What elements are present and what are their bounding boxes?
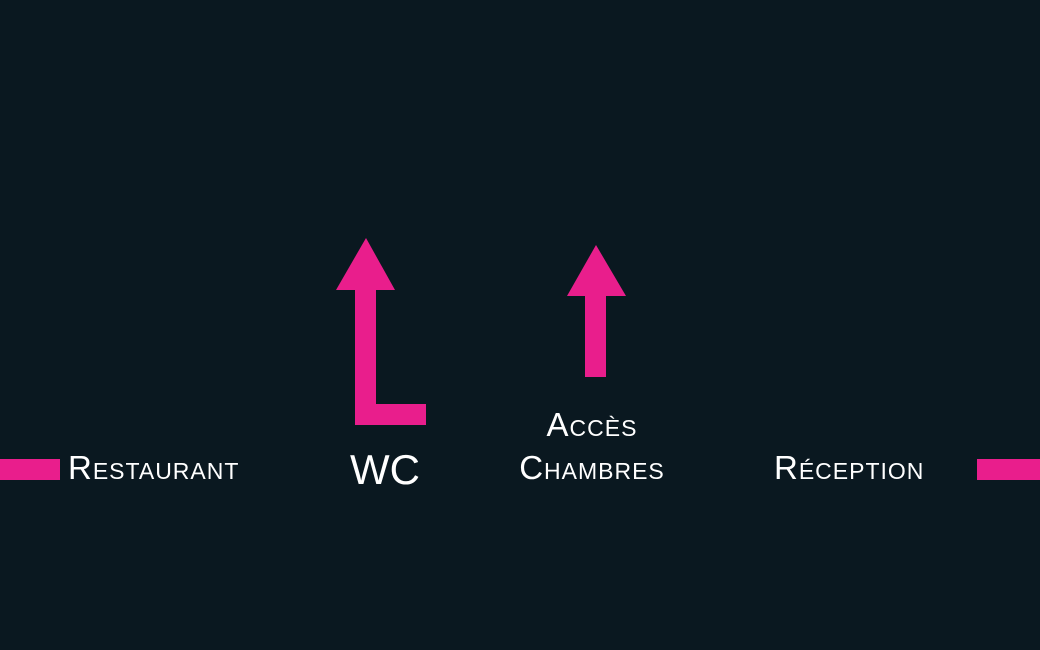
restaurant-direction-bar <box>0 459 60 480</box>
wc-arrow-icon <box>336 238 426 425</box>
chambres-label-line2: Chambres <box>519 449 665 486</box>
reception-direction-bar <box>977 459 1040 480</box>
reception-label: Réception <box>774 449 925 486</box>
restaurant-label: Restaurant <box>68 449 240 486</box>
wc-label: WC <box>350 446 420 493</box>
chambres-arrow-icon <box>567 245 626 377</box>
chambres-label-line1: Accès <box>546 406 638 443</box>
